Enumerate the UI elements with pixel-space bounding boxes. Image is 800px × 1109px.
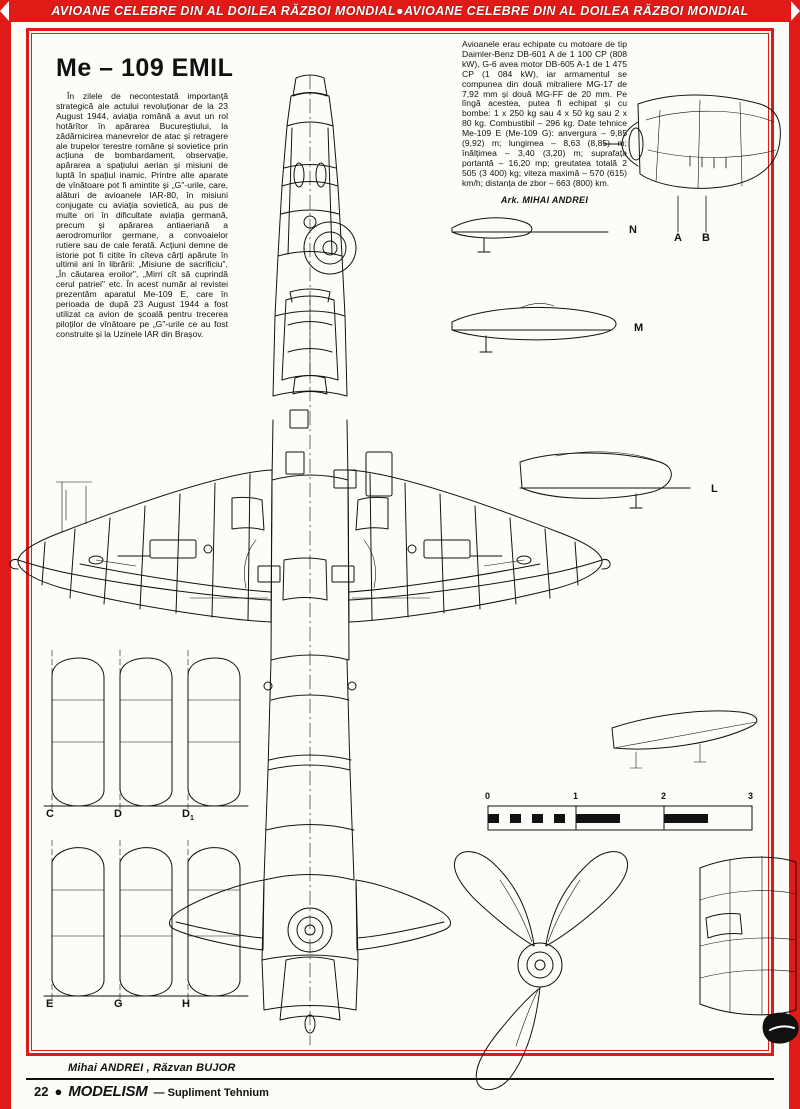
section-label-a: A bbox=[674, 232, 682, 244]
magazine-name: MODELISM bbox=[68, 1083, 148, 1100]
article-right-column: Avioanele erau echipate cu motoare de ti… bbox=[462, 39, 627, 206]
scale-tick-3: 3 bbox=[748, 791, 754, 801]
section-label-m: M bbox=[634, 322, 644, 334]
section-label-e: E bbox=[46, 998, 54, 1010]
page-footer: 22 ● MODELISM — Supliment Tehnium bbox=[34, 1083, 269, 1100]
section-label-h: H bbox=[182, 998, 190, 1010]
footer-rule bbox=[26, 1078, 774, 1080]
section-label-b: B bbox=[702, 232, 710, 244]
section-label-g: G bbox=[114, 998, 123, 1010]
section-label-l: L bbox=[711, 483, 718, 495]
scale-tick-0: 0 bbox=[485, 791, 491, 801]
article-right-text: Avioanele erau echipate cu motoare de ti… bbox=[462, 39, 627, 188]
banner-right-arrow bbox=[789, 0, 800, 1109]
section-label-n: N bbox=[629, 224, 637, 236]
page-title: Me – 109 EMIL bbox=[56, 54, 234, 82]
scale-tick-1: 1 bbox=[573, 791, 579, 801]
architect-credit: Ark. MIHAI ANDREI bbox=[500, 194, 589, 205]
article-left-column: În zilele de necontestată importanță str… bbox=[56, 91, 228, 340]
banner-left-arrow bbox=[0, 0, 11, 1109]
article-left-text: În zilele de necontestată importanță str… bbox=[56, 91, 228, 339]
supplement-label: — Supliment Tehnium bbox=[153, 1087, 269, 1099]
page-number: 22 bbox=[34, 1084, 49, 1099]
banner-title: AVIOANE CELEBRE DIN AL DOILEA RĂZBOI MON… bbox=[51, 4, 749, 18]
footer-bullet: ● bbox=[54, 1084, 63, 1099]
section-label-d: D bbox=[114, 808, 122, 820]
authors-credit: Mihai ANDREI , Răzvan BUJOR bbox=[68, 1062, 236, 1074]
top-banner: AVIOANE CELEBRE DIN AL DOILEA RĂZBOI MON… bbox=[0, 0, 800, 22]
section-label-d1: D1 bbox=[182, 808, 194, 823]
section-label-c: C bbox=[46, 808, 54, 820]
scale-tick-2: 2 bbox=[661, 791, 667, 801]
